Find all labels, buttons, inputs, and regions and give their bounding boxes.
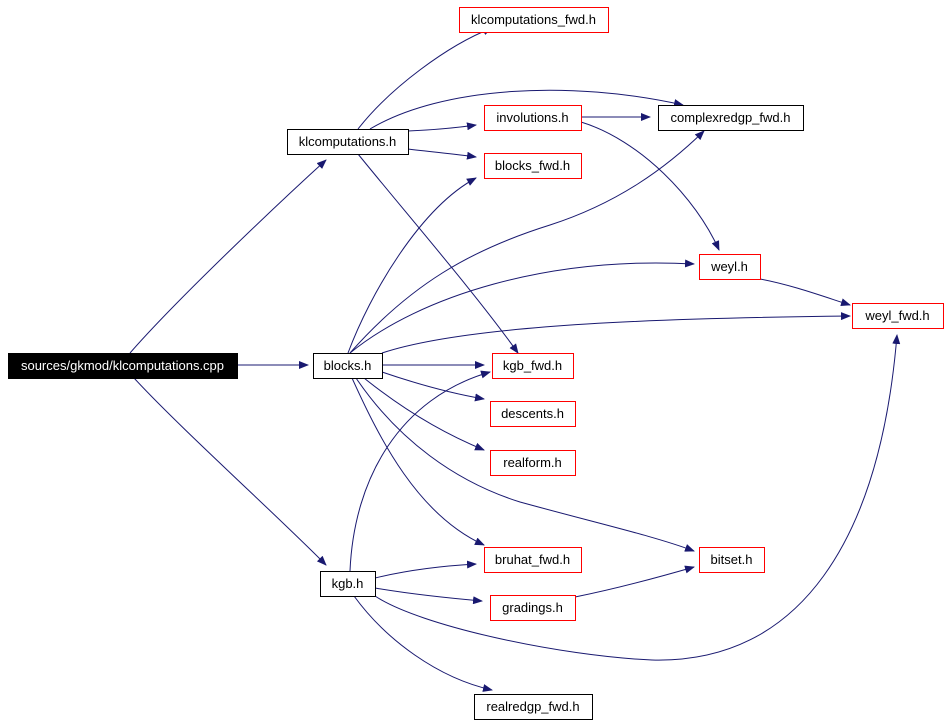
node-kgb-h[interactable]: kgb.h [320, 571, 376, 597]
node-box [459, 7, 609, 33]
node-label: gradings.h [502, 600, 563, 615]
nodes-layer: sources/gkmod/klcomputations.cpp klcomput… [8, 7, 944, 720]
node-label: kgb.h [332, 576, 364, 591]
node-bitset-h[interactable]: bitset.h [699, 547, 765, 573]
node-label: weyl_fwd.h [864, 308, 929, 323]
node-box [484, 153, 582, 179]
edge-kgb-h-to-bruhat-fwd-h [374, 560, 477, 579]
edge-blocks-h-to-bitset-h [355, 377, 695, 552]
node-box [699, 547, 765, 573]
node-box [8, 353, 238, 379]
node-box [490, 450, 576, 476]
edge-blocks-h-to-weyl-h [349, 259, 695, 354]
node-box [490, 401, 576, 427]
edge-root-to-kgb-h [133, 377, 327, 566]
node-bruhat-fwd-h[interactable]: bruhat_fwd.h [484, 547, 582, 573]
edge-kgb-h-to-kgb-fwd-h [349, 370, 491, 572]
node-label: bitset.h [711, 552, 753, 567]
node-box [699, 254, 761, 280]
node-involutions-h[interactable]: involutions.h [484, 105, 582, 131]
edge-klcomputations-h-to-involutions-h [407, 122, 477, 132]
edge-gradings-h-to-bitset-h [574, 565, 695, 598]
node-label: sources/gkmod/klcomputations.cpp [21, 358, 224, 373]
node-blocks-fwd-h[interactable]: blocks_fwd.h [484, 153, 582, 179]
node-kgb-fwd-h[interactable]: kgb_fwd.h [492, 353, 574, 379]
edges-layer [129, 27, 901, 692]
edge-blocks-h-to-realform-h [363, 377, 485, 451]
node-klcomputations-fwd-h[interactable]: klcomputations_fwd.h [459, 7, 609, 33]
edge-blocks-h-to-blocks-fwd-h [347, 177, 477, 354]
node-box [474, 694, 593, 720]
node-label: realredgp_fwd.h [486, 699, 579, 714]
edge-weyl-h-to-weyl-fwd-h [759, 278, 851, 307]
edge-blocks-h-to-bruhat-fwd-h [351, 377, 485, 546]
node-gradings-h[interactable]: gradings.h [490, 595, 576, 621]
node-complexredgp-fwd-h[interactable]: complexredgp_fwd.h [658, 105, 804, 131]
edge-kgb-h-to-realredgp-fwd-h [353, 595, 493, 692]
edge-klcomputations-h-to-klcomputations-fwd-h [357, 27, 493, 130]
node-box [484, 105, 582, 131]
node-label: complexredgp_fwd.h [671, 110, 791, 125]
edge-klcomputations-h-to-complexredgp-fwd-h [369, 89, 684, 130]
edge-kgb-h-to-weyl-fwd-h [374, 334, 901, 661]
edge-blocks-h-to-weyl-fwd-h [381, 312, 851, 354]
node-descents-h[interactable]: descents.h [490, 401, 576, 427]
node-label: klcomputations_fwd.h [471, 12, 596, 27]
node-realform-h[interactable]: realform.h [490, 450, 576, 476]
edge-root-to-klcomputations-h [129, 159, 327, 354]
edge-involutions-h-to-weyl-h [580, 121, 720, 251]
node-realredgp-fwd-h[interactable]: realredgp_fwd.h [474, 694, 593, 720]
edge-klcomputations-h-to-kgb-fwd-h [357, 153, 519, 354]
node-label: klcomputations.h [299, 134, 397, 149]
node-label: descents.h [501, 406, 564, 421]
node-box [492, 353, 574, 379]
node-weyl-fwd-h[interactable]: weyl_fwd.h [852, 303, 944, 329]
node-label: blocks_fwd.h [495, 158, 570, 173]
edge-kgb-h-to-gradings-h [374, 587, 483, 605]
edge-blocks-h-to-complexredgp-fwd-h [349, 130, 705, 354]
node-label: bruhat_fwd.h [495, 552, 570, 567]
node-klcomputations-h[interactable]: klcomputations.h [287, 129, 409, 155]
node-blocks-h[interactable]: blocks.h [313, 353, 383, 379]
node-box [490, 595, 576, 621]
node-label: weyl.h [710, 259, 748, 274]
node-label: blocks.h [324, 358, 372, 373]
node-root[interactable]: sources/gkmod/klcomputations.cpp [8, 353, 238, 379]
edge-blocks-h-to-descents-h [381, 371, 485, 402]
node-box [484, 547, 582, 573]
node-label: realform.h [503, 455, 562, 470]
node-weyl-h[interactable]: weyl.h [699, 254, 761, 280]
node-box [658, 105, 804, 131]
node-box [852, 303, 944, 329]
node-box [313, 353, 383, 379]
edge-klcomputations-h-to-blocks-fwd-h [407, 148, 477, 160]
node-label: involutions.h [496, 110, 568, 125]
node-box [287, 129, 409, 155]
node-box [320, 571, 376, 597]
node-label: kgb_fwd.h [503, 358, 562, 373]
